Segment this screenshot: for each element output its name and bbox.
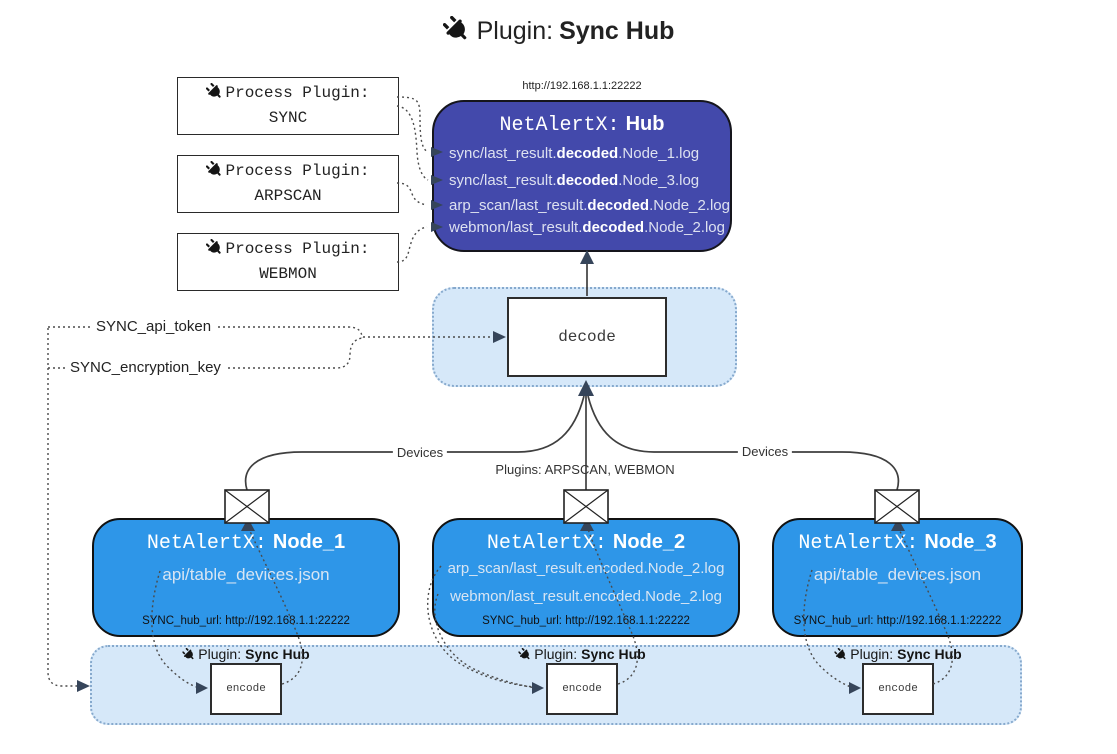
- node1-title: NetAlertX:Node_1: [94, 531, 398, 555]
- encode-section-label: Plugin:Sync Hub: [834, 646, 962, 662]
- node2-box: NetAlertX:Node_2 arp_scan/last_result.en…: [432, 518, 740, 637]
- encode-box-3: encode: [862, 663, 934, 715]
- node1-hub-url: SYNC_hub_url: http://192.168.1.1:22222: [142, 615, 350, 627]
- node2-hub-url: SYNC_hub_url: http://192.168.1.1:22222: [482, 615, 690, 627]
- edge-sync-to-log2: [396, 105, 429, 181]
- encode-box-2: encode: [546, 663, 618, 715]
- hub-title: NetAlertX:Hub: [434, 113, 730, 137]
- process-plugin-label: Process Plugin:: [225, 240, 370, 259]
- hub-title-prefix: NetAlertX:: [499, 114, 620, 137]
- process-plugin-name: ARPSCAN: [254, 187, 322, 205]
- hub-log-line: sync/last_result.decoded.Node_3.log: [449, 171, 699, 191]
- log-pre: arp_scan/last_result.: [449, 197, 588, 214]
- node1-file: api/table_devices.json: [162, 565, 330, 584]
- plugin-name: Sync Hub: [581, 646, 646, 662]
- process-plugin-webmon-label: Process Plugin:: [206, 237, 370, 262]
- log-post: .Node_2.log: [644, 219, 725, 236]
- hub-url-label: http://192.168.1.1:22222: [522, 80, 642, 92]
- page-title-name: Sync Hub: [559, 17, 675, 45]
- process-plugin-label: Process Plugin:: [225, 84, 370, 103]
- log-bold: decoded: [556, 172, 619, 189]
- plug-icon: [834, 648, 847, 661]
- process-plugin-arpscan-label: Process Plugin:: [206, 159, 370, 184]
- node2-file: webmon/last_result.encoded.Node_2.log: [450, 588, 722, 605]
- node-title-name: Node_3: [924, 531, 997, 553]
- plug-icon: [443, 16, 470, 43]
- page-title: Plugin:Sync Hub: [0, 16, 1117, 46]
- log-bold: decoded: [582, 219, 645, 236]
- log-post: .Node_1.log: [618, 145, 700, 162]
- plug-icon: [206, 239, 223, 256]
- log-pre: sync/last_result.: [449, 172, 557, 189]
- node-title-name: Node_2: [612, 531, 686, 553]
- hub-log-line: webmon/last_result.decoded.Node_2.log: [449, 218, 725, 238]
- node-title-name: Node_1: [272, 531, 346, 553]
- plug-icon: [206, 161, 223, 178]
- plugin-name: Sync Hub: [897, 646, 962, 662]
- plugin-label: Plugin:: [198, 646, 242, 662]
- process-plugin-sync-label: Process Plugin:: [206, 81, 370, 106]
- log-bold: decoded: [556, 145, 619, 162]
- node1-box: NetAlertX:Node_1 api/table_devices.json …: [92, 518, 400, 637]
- plugin-label: Plugin:: [850, 646, 894, 662]
- edge-sync-to-log1: [396, 96, 429, 153]
- node3-hub-url: SYNC_hub_url: http://192.168.1.1:22222: [793, 615, 1002, 627]
- arrowhead-hub: [580, 250, 594, 264]
- node2-file: arp_scan/last_result.encoded.Node_2.log: [447, 560, 725, 577]
- process-plugin-arpscan-box: Process Plugin: ARPSCAN: [177, 155, 399, 213]
- sync-encryption-key-label: SYNC_encryption_key: [66, 359, 225, 376]
- encode-section-label: Plugin:Sync Hub: [518, 646, 646, 662]
- process-plugin-name: WEBMON: [259, 265, 317, 283]
- plug-icon: [518, 648, 531, 661]
- log-post: .Node_3.log: [618, 172, 700, 189]
- node-title-prefix: NetAlertX:: [798, 532, 919, 555]
- edge-arpscan-to-log3: [396, 182, 428, 206]
- process-plugin-webmon-box: Process Plugin: WEBMON: [177, 233, 399, 291]
- page-title-prefix: Plugin:: [476, 17, 554, 45]
- decode-box: decode: [507, 297, 667, 377]
- plug-icon: [206, 83, 223, 100]
- encode-section-label: Plugin:Sync Hub: [182, 646, 310, 662]
- hub-log-line: sync/last_result.decoded.Node_1.log: [449, 144, 699, 164]
- encode-box-1: encode: [210, 663, 282, 715]
- devices-label-right: Devices: [737, 444, 793, 459]
- node-title-prefix: NetAlertX:: [486, 532, 607, 555]
- log-bold: decoded: [587, 197, 650, 214]
- plugin-name: Sync Hub: [245, 646, 310, 662]
- plugins-arpscan-webmon-label: Plugins: ARPSCAN, WEBMON: [495, 462, 675, 477]
- hub-log-line: arp_scan/last_result.decoded.Node_2.log: [449, 196, 730, 216]
- sync-api-token-label: SYNC_api_token: [92, 318, 216, 335]
- process-plugin-name: SYNC: [268, 109, 308, 127]
- devices-label-left: Devices: [392, 445, 448, 460]
- hub-title-name: Hub: [625, 113, 665, 135]
- edge-keys-to-encoders: [47, 328, 80, 687]
- log-pre: webmon/last_result.: [449, 219, 583, 236]
- process-plugin-label: Process Plugin:: [225, 162, 370, 181]
- node3-title: NetAlertX:Node_3: [774, 531, 1021, 555]
- node3-box: NetAlertX:Node_3 api/table_devices.json …: [772, 518, 1023, 637]
- plug-icon: [182, 648, 195, 661]
- plugin-label: Plugin:: [534, 646, 578, 662]
- node3-file: api/table_devices.json: [813, 565, 982, 584]
- log-pre: sync/last_result.: [449, 145, 557, 162]
- node-title-prefix: NetAlertX:: [146, 532, 267, 555]
- process-plugin-sync-box: Process Plugin: SYNC: [177, 77, 399, 135]
- log-post: .Node_2.log: [649, 197, 730, 214]
- hub-box: NetAlertX:Hub sync/last_result.decoded.N…: [432, 100, 732, 252]
- edge-webmon-to-log4: [396, 226, 428, 263]
- node2-title: NetAlertX:Node_2: [434, 531, 738, 555]
- arrowhead-encoders-panel: [77, 680, 90, 692]
